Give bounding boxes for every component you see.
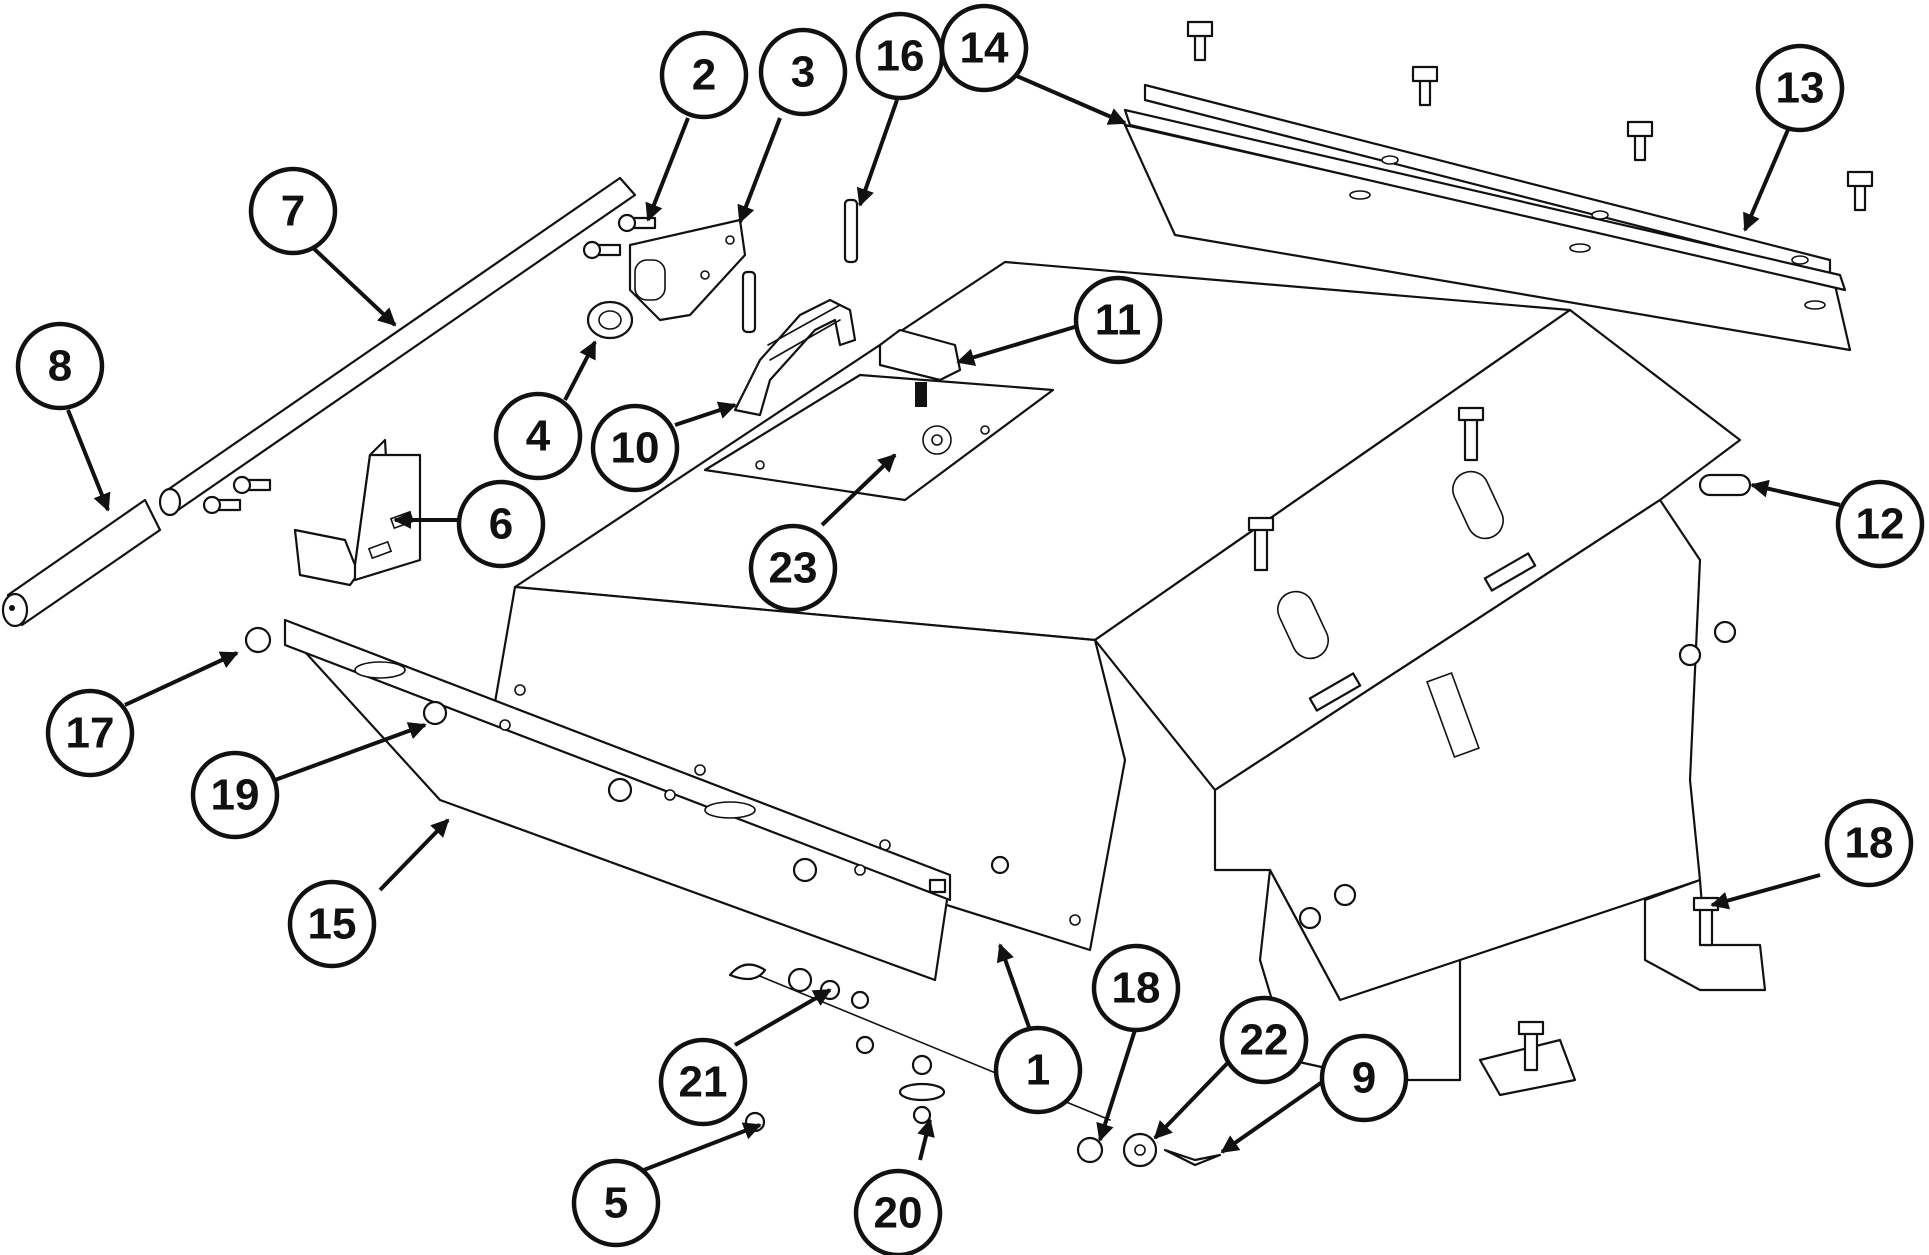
callout-9: 9 (1319, 1033, 1409, 1123)
callout-7: 7 (248, 166, 338, 256)
callout-label-11: 11 (1095, 296, 1142, 345)
callout-4: 4 (493, 391, 583, 481)
callout-22: 22 (1219, 995, 1309, 1085)
callout-10: 10 (590, 403, 680, 493)
callout-14: 14 (939, 3, 1029, 93)
top-bracket-part-14 (1123, 83, 1852, 352)
callout-15: 15 (287, 879, 377, 969)
callout-12: 12 (1835, 479, 1925, 569)
callout-label-3: 3 (791, 48, 815, 97)
callout-label-10: 10 (611, 424, 660, 473)
tube-part-8 (1, 498, 162, 628)
callout-label-7: 7 (281, 187, 305, 236)
callout-18-bottom: 18 (1091, 943, 1181, 1033)
callout-label-22: 22 (1240, 1016, 1289, 1065)
leader-lines (66, 68, 1841, 1187)
bracket-bolts (1186, 20, 1874, 212)
callout-label-18-right: 18 (1845, 819, 1894, 868)
callout-label-2: 2 (692, 51, 716, 100)
callout-label-4: 4 (526, 412, 551, 461)
bracket-part-3 (628, 218, 747, 322)
callout-label-15: 15 (308, 900, 357, 949)
handle-part-10 (733, 298, 857, 417)
callout-17: 17 (45, 688, 135, 778)
callout-18-right: 18 (1824, 798, 1914, 888)
fasteners-part-19 (244, 626, 818, 883)
bolt-side-2 (1457, 406, 1485, 462)
callout-label-9: 9 (1352, 1054, 1376, 1103)
callout-8: 8 (15, 321, 105, 411)
callout-21: 21 (658, 1037, 748, 1127)
callout-3: 3 (758, 27, 848, 117)
callout-1: 1 (993, 1025, 1083, 1115)
callout-label-8: 8 (48, 342, 72, 391)
callout-label-14: 14 (960, 24, 1009, 73)
screws-part-2 (582, 213, 657, 260)
callout-label-19: 19 (211, 771, 260, 820)
callout-label-21: 21 (679, 1058, 728, 1107)
callout-label-6: 6 (489, 500, 513, 549)
front-bracket-part-15 (283, 618, 952, 982)
callout-label-12: 12 (1856, 500, 1905, 549)
callout-2: 2 (659, 30, 749, 120)
callout-6: 6 (456, 479, 546, 569)
cable-assembly (728, 855, 1222, 1168)
callout-label-13: 13 (1776, 64, 1825, 113)
callout-label-5: 5 (604, 1179, 628, 1228)
rod-part-7 (158, 176, 637, 517)
callout-label-18-bottom: 18 (1112, 964, 1161, 1013)
callout-13: 13 (1755, 43, 1845, 133)
rod-screws (202, 475, 272, 515)
clip-part-6 (293, 438, 422, 587)
callout-label-1: 1 (1026, 1046, 1050, 1095)
callout-20: 20 (853, 1168, 943, 1255)
pin-part-16 (741, 198, 859, 334)
callout-11: 11 (1073, 275, 1163, 365)
callout-label-17: 17 (66, 709, 115, 758)
callout-19: 19 (190, 750, 280, 840)
bushing-part-4 (586, 300, 634, 340)
callout-label-20: 20 (874, 1189, 923, 1238)
callout-23: 23 (748, 523, 838, 613)
callout-16: 16 (855, 11, 945, 101)
callout-5: 5 (571, 1158, 661, 1248)
bolt-side-1 (1247, 516, 1275, 572)
knob-part-11 (878, 328, 962, 407)
callout-label-16: 16 (876, 32, 925, 81)
callout-label-23: 23 (769, 544, 818, 593)
